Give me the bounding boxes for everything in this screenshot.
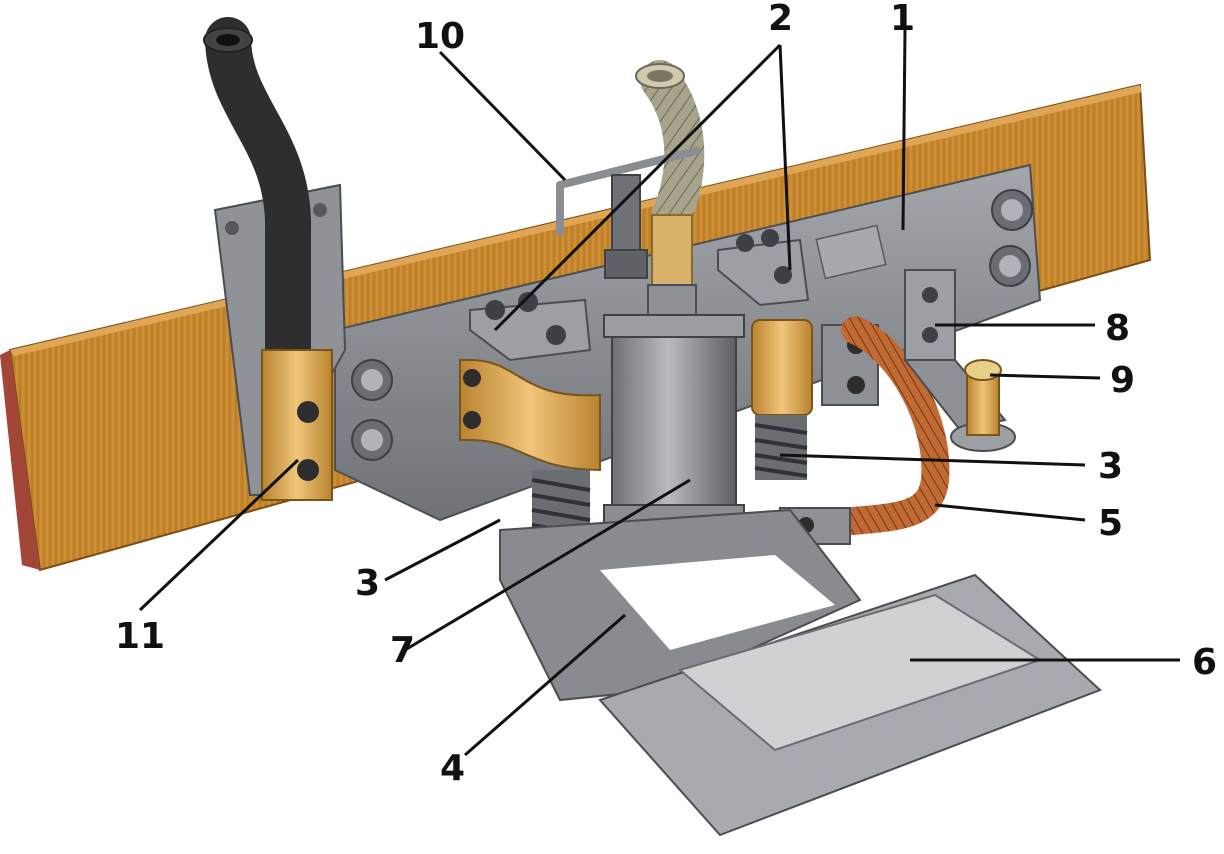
callout-3a: 3 — [355, 563, 380, 604]
callout-8: 8 — [1105, 308, 1130, 349]
right-brass-coil — [751, 319, 813, 416]
callout-4: 4 — [440, 748, 465, 789]
callout-3b: 3 — [1098, 446, 1123, 487]
plate-bolts-right — [989, 189, 1033, 287]
lower-frame — [499, 508, 862, 702]
plate-bolts-left — [351, 359, 393, 461]
brass-stud — [950, 359, 1016, 452]
left-hose — [203, 17, 312, 383]
callout-labels: 1 2 3 3 4 5 6 7 8 9 10 11 — [115, 0, 1217, 789]
left-contact-bracket — [469, 292, 592, 362]
callout-2: 2 — [768, 0, 793, 39]
right-contact-bracket — [717, 229, 810, 307]
callout-10: 10 — [415, 16, 465, 57]
right-spring — [754, 415, 808, 480]
manual-handle — [556, 146, 701, 279]
callout-5: 5 — [1098, 503, 1123, 544]
leader-lines — [138, 29, 1180, 757]
callout-11: 11 — [115, 616, 165, 657]
pneumatic-cylinder — [603, 314, 745, 524]
callout-9: 9 — [1110, 360, 1135, 401]
left-brass-contact — [459, 359, 601, 472]
callout-6: 6 — [1192, 642, 1217, 683]
callout-7: 7 — [390, 630, 415, 671]
left-terminal-block — [261, 349, 333, 501]
contact-shoe — [598, 573, 1102, 837]
callout-1: 1 — [890, 0, 915, 39]
